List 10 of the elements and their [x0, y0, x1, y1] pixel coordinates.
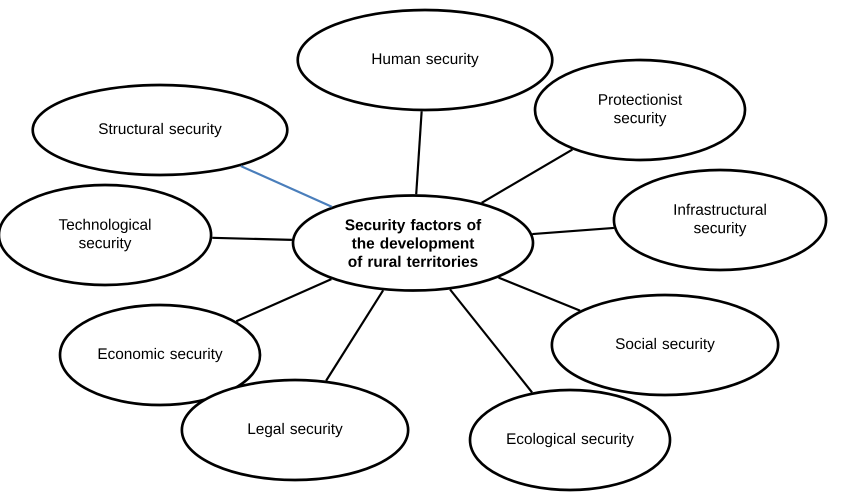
connector-line	[532, 226, 614, 236]
connector-line	[449, 288, 533, 394]
connector-line	[325, 290, 384, 382]
connector-line	[240, 165, 332, 208]
node-label: Legal security	[248, 422, 343, 438]
connector-line	[236, 278, 332, 322]
connector-line	[481, 148, 573, 204]
connector-line	[212, 236, 292, 241]
connector-line	[498, 276, 580, 312]
connector-line	[415, 111, 423, 194]
